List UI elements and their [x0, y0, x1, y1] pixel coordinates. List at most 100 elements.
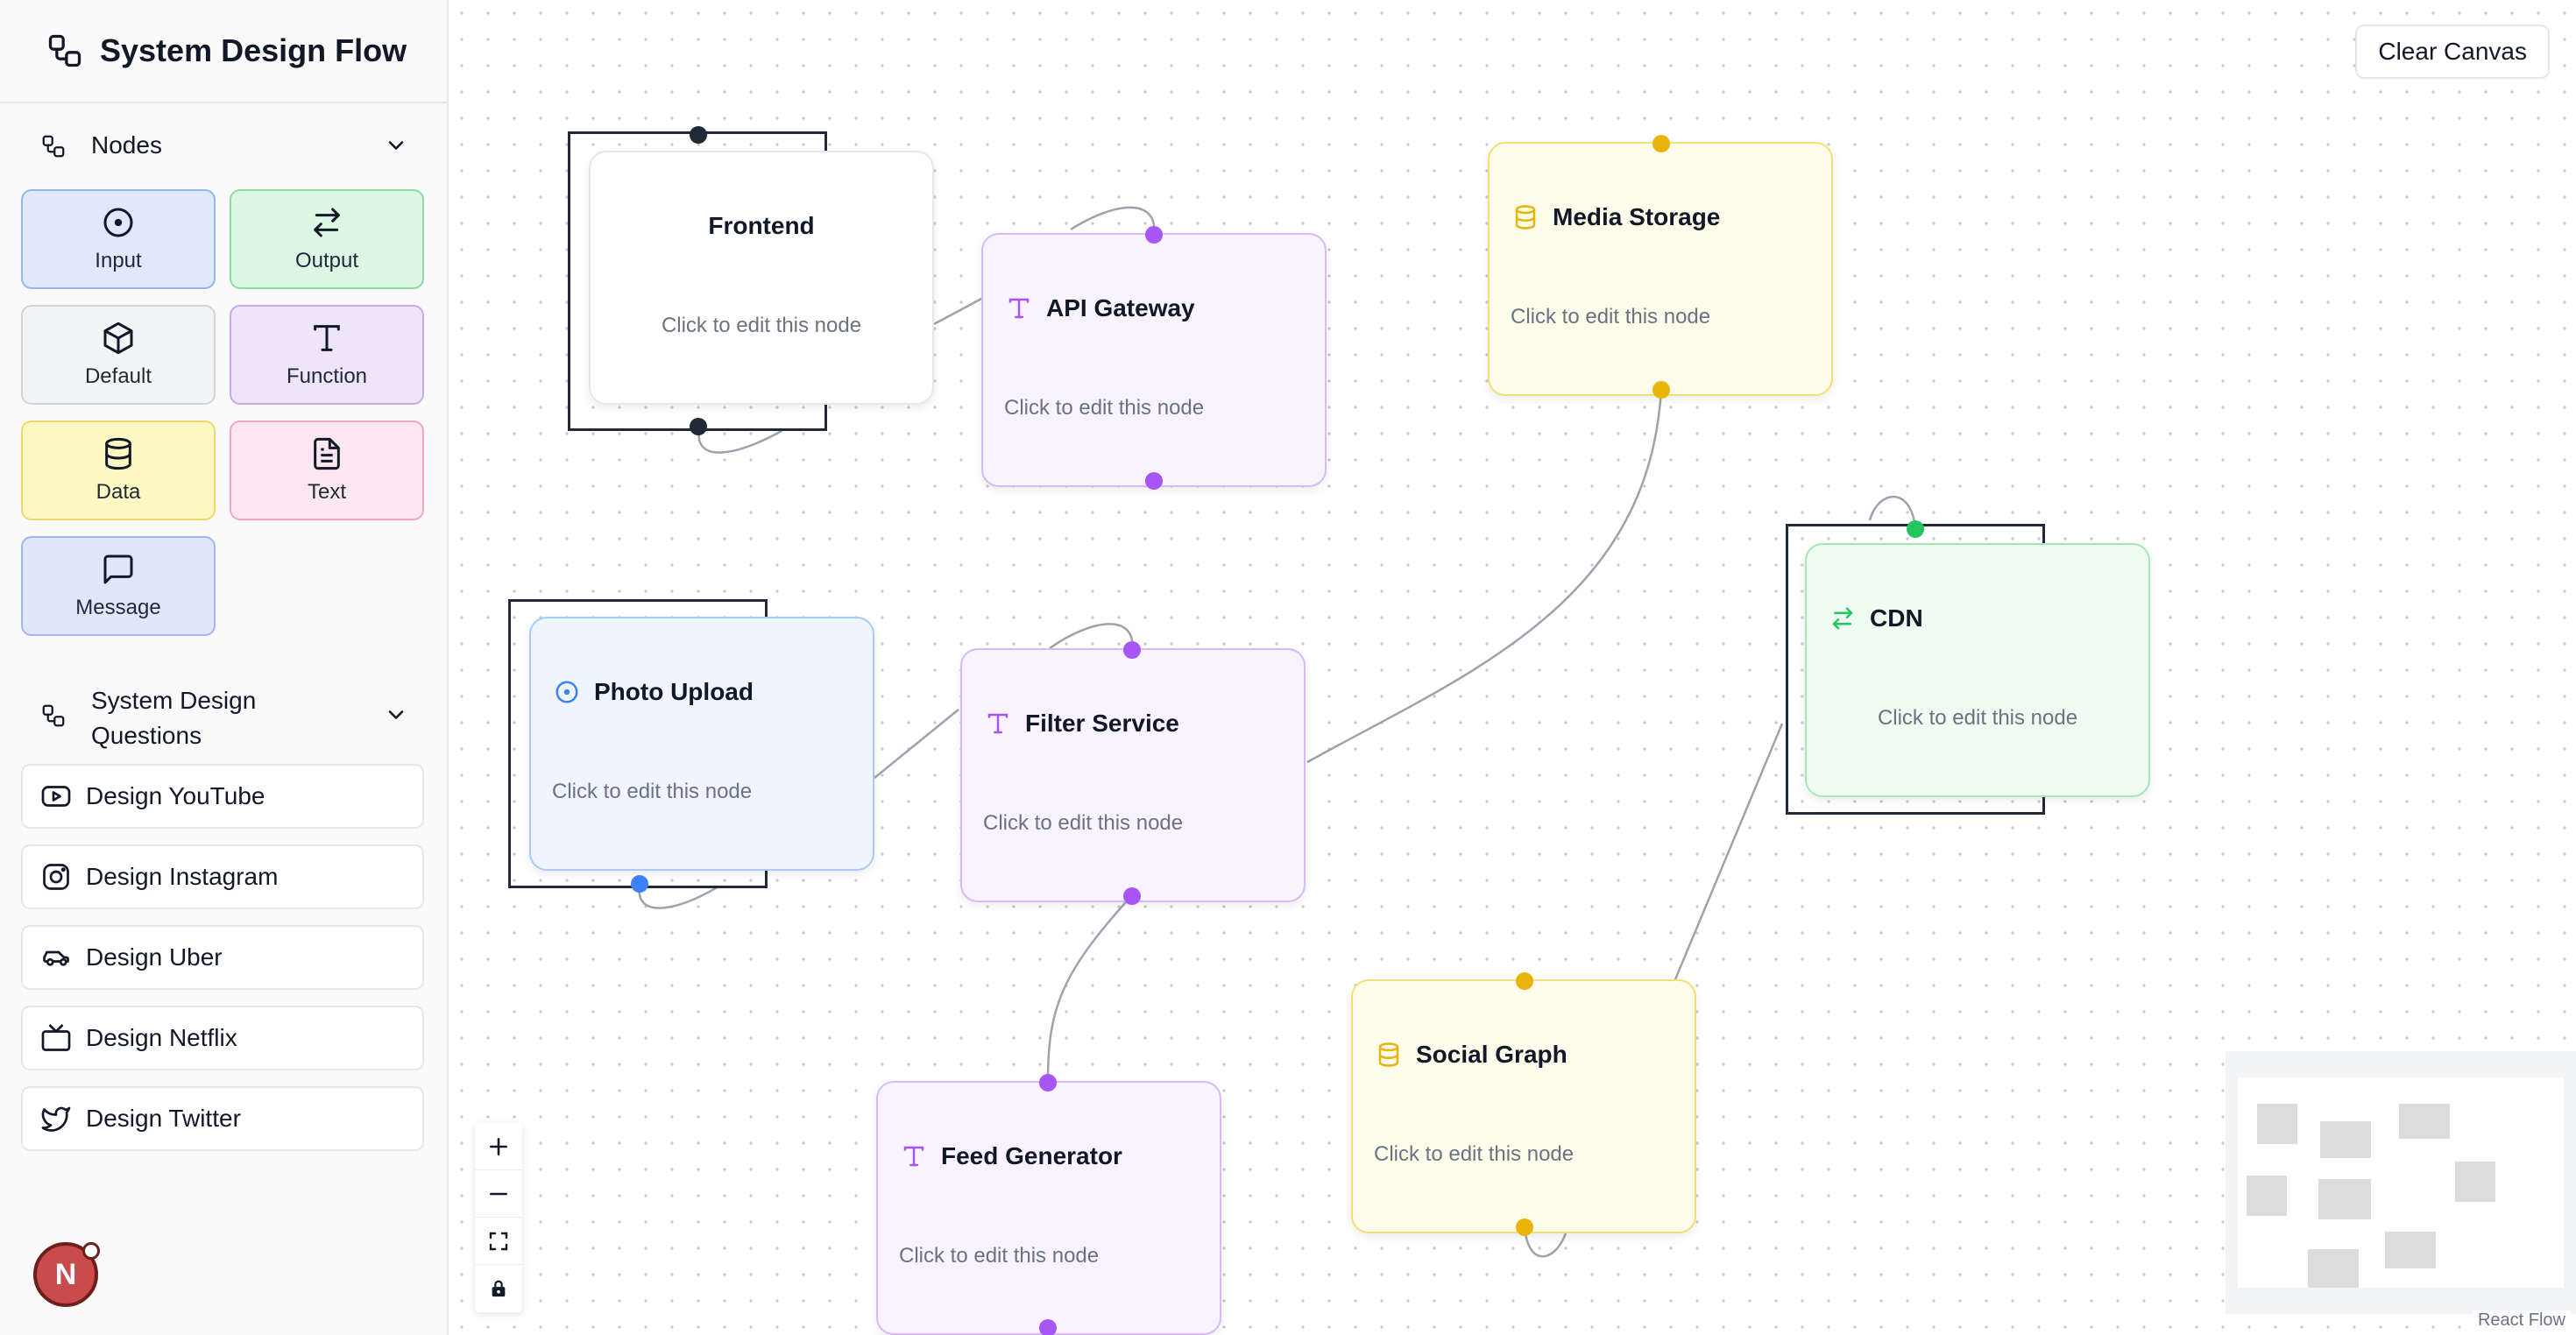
question-label: Design Uber [86, 943, 223, 971]
node-type-output[interactable]: Output [230, 189, 424, 289]
node-api-gateway[interactable]: API Gateway Click to edit this node [981, 233, 1327, 487]
handle-filter-service-bottom[interactable] [1123, 887, 1141, 905]
node-filter-service[interactable]: Filter Service Click to edit this node [960, 648, 1306, 902]
question-design-youtube[interactable]: Design YouTube [21, 764, 424, 829]
node-type-message[interactable]: Message [21, 536, 216, 636]
edge-social-graph-loop [1523, 1226, 1568, 1258]
edge-photo-upload-loop [638, 884, 719, 909]
node-header: Social Graph [1376, 1041, 1568, 1069]
node-type-label: Data [96, 480, 141, 504]
handle-photo-upload-bottom[interactable] [631, 875, 648, 893]
sidebar: System Design Flow Nodes Input Output De… [0, 0, 449, 1335]
node-title: Frontend [708, 212, 815, 239]
node-feed-generator[interactable]: Feed Generator Click to edit this node [876, 1081, 1221, 1335]
node-title: Media Storage [1553, 203, 1721, 230]
node-header: Feed Generator [901, 1142, 1122, 1170]
type-icon [985, 710, 1011, 737]
node-title: Social Graph [1416, 1041, 1568, 1068]
nodes-section-label: Nodes [91, 131, 162, 159]
node-photo-upload[interactable]: Photo Upload Click to edit this node [529, 617, 874, 871]
node-title: API Gateway [1046, 294, 1195, 321]
fit-view-button[interactable] [475, 1218, 522, 1265]
handle-social-graph-bottom[interactable] [1516, 1218, 1533, 1236]
handle-api-gateway-bottom[interactable] [1145, 472, 1163, 490]
question-design-twitter[interactable]: Design Twitter [21, 1086, 424, 1151]
zoom-in-button[interactable] [475, 1123, 522, 1170]
workflow-icon [46, 32, 84, 70]
node-type-function[interactable]: Function [230, 305, 424, 405]
minus-icon [487, 1183, 510, 1205]
handle-frontend-bottom[interactable] [690, 418, 707, 435]
circle-dot-icon [554, 679, 580, 705]
file-text-icon [309, 436, 344, 471]
react-flow-attribution[interactable]: React Flow [2472, 1310, 2571, 1331]
node-type-default[interactable]: Default [21, 305, 216, 405]
minimap-node [2385, 1232, 2436, 1268]
node-hint: Click to edit this node [661, 314, 862, 337]
type-icon [901, 1143, 927, 1169]
avatar[interactable]: N [33, 1242, 100, 1307]
node-header: Photo Upload [554, 678, 754, 706]
type-icon [1006, 295, 1032, 321]
chevron-down-icon [384, 703, 408, 727]
chevron-down-icon [384, 133, 408, 158]
divider [0, 102, 447, 103]
plus-icon [487, 1135, 510, 1158]
minimap-node [2247, 1176, 2287, 1216]
handle-api-gateway-top[interactable] [1145, 226, 1163, 244]
minimap[interactable] [2226, 1051, 2576, 1314]
lock-icon [489, 1279, 508, 1298]
workflow-icon [40, 133, 67, 159]
edge-filter-service-media-storage [1306, 388, 1663, 764]
handle-social-graph-top[interactable] [1516, 972, 1533, 990]
handle-feed-generator-top[interactable] [1039, 1074, 1057, 1091]
node-title: Photo Upload [594, 678, 754, 705]
zoom-controls [475, 1123, 522, 1312]
node-media-storage[interactable]: Media Storage Click to edit this node [1488, 142, 1833, 396]
lock-button[interactable] [475, 1265, 522, 1312]
question-design-netflix[interactable]: Design Netflix [21, 1006, 424, 1070]
node-frontend[interactable]: Frontend Click to edit this node [589, 151, 934, 405]
database-icon [1512, 204, 1539, 230]
twitter-icon [40, 1103, 72, 1134]
circle-dot-icon [101, 205, 136, 240]
edge-photo-upload-filter-service [874, 709, 959, 779]
edge-frontend-loop [697, 428, 782, 454]
node-type-input[interactable]: Input [21, 189, 216, 289]
handle-frontend-top[interactable] [690, 126, 707, 144]
question-design-instagram[interactable]: Design Instagram [21, 844, 424, 909]
edge-api-gateway-loop [1070, 206, 1156, 236]
node-header: Media Storage [1512, 203, 1720, 231]
minimap-viewport [2238, 1077, 2564, 1288]
nodes-section-toggle[interactable]: Nodes [40, 128, 408, 163]
zoom-out-button[interactable] [475, 1170, 522, 1218]
question-label: Design Netflix [86, 1024, 237, 1051]
node-type-text[interactable]: Text [230, 420, 424, 520]
question-design-uber[interactable]: Design Uber [21, 925, 424, 990]
avatar-initial: N [54, 1257, 77, 1291]
flow-canvas[interactable]: Frontend Click to edit this node API Gat… [449, 0, 2576, 1335]
node-header: CDN [1829, 604, 1923, 632]
handle-filter-service-top[interactable] [1123, 641, 1141, 659]
minimap-node [2320, 1121, 2371, 1158]
minimap-node [2455, 1162, 2495, 1202]
instagram-icon [40, 861, 72, 893]
node-social-graph[interactable]: Social Graph Click to edit this node [1351, 979, 1696, 1233]
handle-media-storage-bottom[interactable] [1652, 381, 1670, 399]
brand: System Design Flow [46, 32, 407, 70]
questions-section-toggle[interactable]: System Design Questions [40, 683, 408, 753]
clear-canvas-button[interactable]: Clear Canvas [2355, 25, 2550, 79]
handle-feed-generator-bottom[interactable] [1039, 1319, 1057, 1335]
node-cdn[interactable]: CDN Click to edit this node [1805, 543, 2150, 797]
handle-media-storage-top[interactable] [1652, 135, 1670, 152]
edge-frontend-api-gateway [933, 296, 984, 326]
node-hint: Click to edit this node [899, 1244, 1100, 1268]
node-hint: Click to edit this node [1877, 706, 2078, 730]
node-header: API Gateway [1006, 294, 1195, 322]
node-type-data[interactable]: Data [21, 420, 216, 520]
app-title: System Design Flow [100, 32, 407, 68]
handle-cdn-top[interactable] [1907, 520, 1924, 538]
node-type-label: Output [294, 249, 359, 272]
youtube-icon [40, 781, 72, 812]
node-header: Frontend [591, 212, 932, 240]
